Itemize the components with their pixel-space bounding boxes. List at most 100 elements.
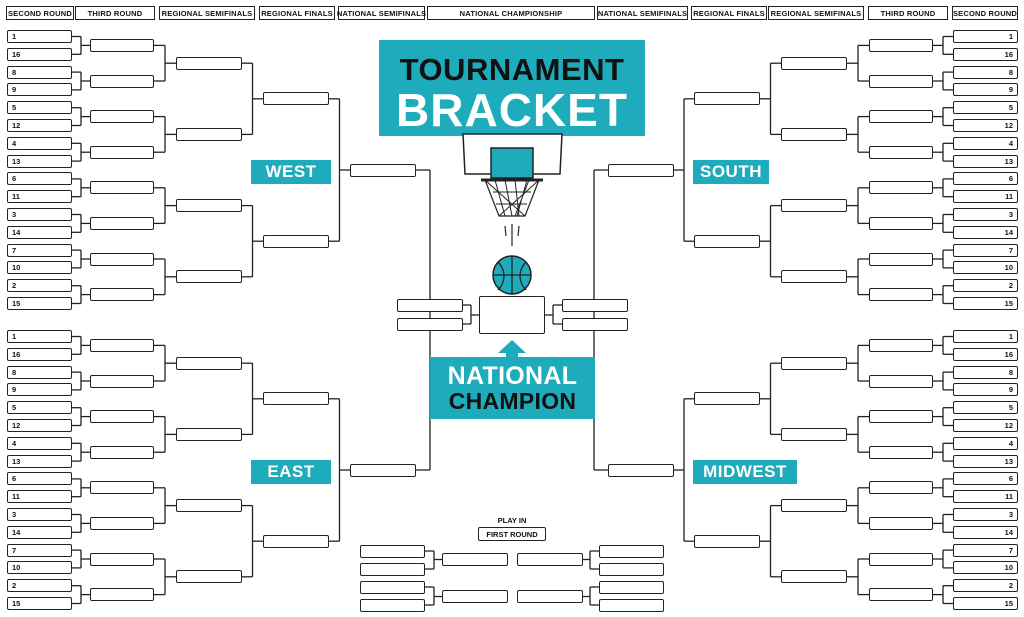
play-in-left-winner-2[interactable]	[442, 590, 508, 603]
midwest-round2-slot[interactable]	[869, 445, 933, 459]
championship-right-slot-2[interactable]	[562, 318, 628, 331]
east-seed-slot[interactable]: 6	[7, 472, 72, 486]
midwest-seed-slot[interactable]: 12	[953, 419, 1018, 432]
midwest-round2-slot[interactable]	[869, 410, 933, 424]
south-seed-slot[interactable]: 16	[953, 47, 1018, 61]
south-round2-slot[interactable]	[869, 110, 933, 124]
play-in-right-winner-1[interactable]	[517, 553, 583, 566]
east-round2-slot[interactable]	[90, 552, 154, 566]
midwest-seed-slot[interactable]: 4	[953, 436, 1018, 450]
west-round3-slot[interactable]	[176, 56, 242, 70]
west-seed-slot[interactable]: 8	[7, 65, 72, 79]
south-seed-slot[interactable]: 12	[953, 119, 1018, 132]
south-seed-slot[interactable]: 11	[953, 190, 1018, 204]
play-in-right-slot-2[interactable]	[599, 581, 664, 594]
east-round5-slot[interactable]	[350, 463, 416, 477]
west-round5-slot[interactable]	[350, 163, 416, 177]
midwest-round2-slot[interactable]	[869, 374, 933, 388]
national-champion-slot[interactable]	[479, 296, 545, 334]
play-in-left-slot-0[interactable]	[360, 545, 425, 558]
west-seed-slot[interactable]: 13	[7, 154, 72, 168]
south-round3-slot[interactable]	[781, 127, 847, 141]
south-seed-slot[interactable]: 1	[953, 30, 1018, 43]
midwest-seed-slot[interactable]: 8	[953, 365, 1018, 379]
south-seed-slot[interactable]: 8	[953, 65, 1018, 79]
east-seed-slot[interactable]: 5	[7, 401, 72, 415]
east-seed-slot[interactable]: 2	[7, 579, 72, 593]
midwest-seed-slot[interactable]: 13	[953, 454, 1018, 468]
south-round4-slot[interactable]	[694, 234, 760, 248]
south-round2-slot[interactable]	[869, 74, 933, 88]
south-seed-slot[interactable]: 14	[953, 225, 1018, 239]
play-in-right-slot-1[interactable]	[599, 563, 664, 576]
east-seed-slot[interactable]: 16	[7, 347, 72, 361]
south-round2-slot[interactable]	[869, 145, 933, 159]
west-round4-slot[interactable]	[263, 92, 329, 106]
west-round2-slot[interactable]	[90, 288, 154, 302]
south-seed-slot[interactable]: 6	[953, 172, 1018, 186]
south-seed-slot[interactable]: 13	[953, 154, 1018, 168]
midwest-seed-slot[interactable]: 11	[953, 490, 1018, 504]
midwest-round3-slot[interactable]	[781, 570, 847, 584]
west-seed-slot[interactable]: 15	[7, 297, 72, 310]
east-seed-slot[interactable]: 3	[7, 508, 72, 521]
west-seed-slot[interactable]: 9	[7, 83, 72, 97]
midwest-round3-slot[interactable]	[781, 356, 847, 370]
south-round3-slot[interactable]	[781, 199, 847, 213]
east-round2-slot[interactable]	[90, 588, 154, 602]
midwest-round2-slot[interactable]	[869, 481, 933, 495]
west-round2-slot[interactable]	[90, 216, 154, 230]
west-round2-slot[interactable]	[90, 252, 154, 266]
play-in-right-slot-3[interactable]	[599, 599, 664, 612]
south-seed-slot[interactable]: 3	[953, 208, 1018, 221]
south-seed-slot[interactable]: 10	[953, 261, 1018, 275]
midwest-seed-slot[interactable]: 15	[953, 597, 1018, 610]
east-seed-slot[interactable]: 8	[7, 365, 72, 379]
west-round2-slot[interactable]	[90, 74, 154, 88]
midwest-round2-slot[interactable]	[869, 588, 933, 602]
west-round3-slot[interactable]	[176, 127, 242, 141]
play-in-left-slot-1[interactable]	[360, 563, 425, 576]
south-round2-slot[interactable]	[869, 216, 933, 230]
championship-right-slot-1[interactable]	[562, 299, 628, 312]
west-seed-slot[interactable]: 16	[7, 47, 72, 61]
south-round2-slot[interactable]	[869, 181, 933, 195]
play-in-right-slot-0[interactable]	[599, 545, 664, 558]
midwest-round4-slot[interactable]	[694, 534, 760, 548]
midwest-round2-slot[interactable]	[869, 338, 933, 352]
west-seed-slot[interactable]: 11	[7, 190, 72, 204]
west-round3-slot[interactable]	[176, 199, 242, 213]
east-round3-slot[interactable]	[176, 356, 242, 370]
west-seed-slot[interactable]: 2	[7, 279, 72, 293]
championship-left-slot-2[interactable]	[397, 318, 463, 331]
east-round3-slot[interactable]	[176, 427, 242, 441]
west-seed-slot[interactable]: 6	[7, 172, 72, 186]
west-seed-slot[interactable]: 12	[7, 119, 72, 132]
west-seed-slot[interactable]: 3	[7, 208, 72, 221]
midwest-seed-slot[interactable]: 1	[953, 330, 1018, 343]
midwest-round2-slot[interactable]	[869, 552, 933, 566]
west-round4-slot[interactable]	[263, 234, 329, 248]
east-round2-slot[interactable]	[90, 338, 154, 352]
west-round2-slot[interactable]	[90, 110, 154, 124]
east-seed-slot[interactable]: 14	[7, 525, 72, 539]
west-seed-slot[interactable]: 4	[7, 136, 72, 150]
south-seed-slot[interactable]: 7	[953, 243, 1018, 257]
play-in-left-slot-2[interactable]	[360, 581, 425, 594]
east-round4-slot[interactable]	[263, 534, 329, 548]
east-seed-slot[interactable]: 9	[7, 383, 72, 397]
east-seed-slot[interactable]: 7	[7, 543, 72, 557]
south-seed-slot[interactable]: 2	[953, 279, 1018, 293]
south-round2-slot[interactable]	[869, 288, 933, 302]
east-round2-slot[interactable]	[90, 374, 154, 388]
west-round3-slot[interactable]	[176, 270, 242, 284]
midwest-seed-slot[interactable]: 5	[953, 401, 1018, 415]
south-seed-slot[interactable]: 9	[953, 83, 1018, 97]
east-seed-slot[interactable]: 1	[7, 330, 72, 343]
west-seed-slot[interactable]: 10	[7, 261, 72, 275]
west-seed-slot[interactable]: 14	[7, 225, 72, 239]
south-round5-slot[interactable]	[608, 163, 674, 177]
east-seed-slot[interactable]: 15	[7, 597, 72, 610]
south-round2-slot[interactable]	[869, 38, 933, 52]
west-seed-slot[interactable]: 1	[7, 30, 72, 43]
